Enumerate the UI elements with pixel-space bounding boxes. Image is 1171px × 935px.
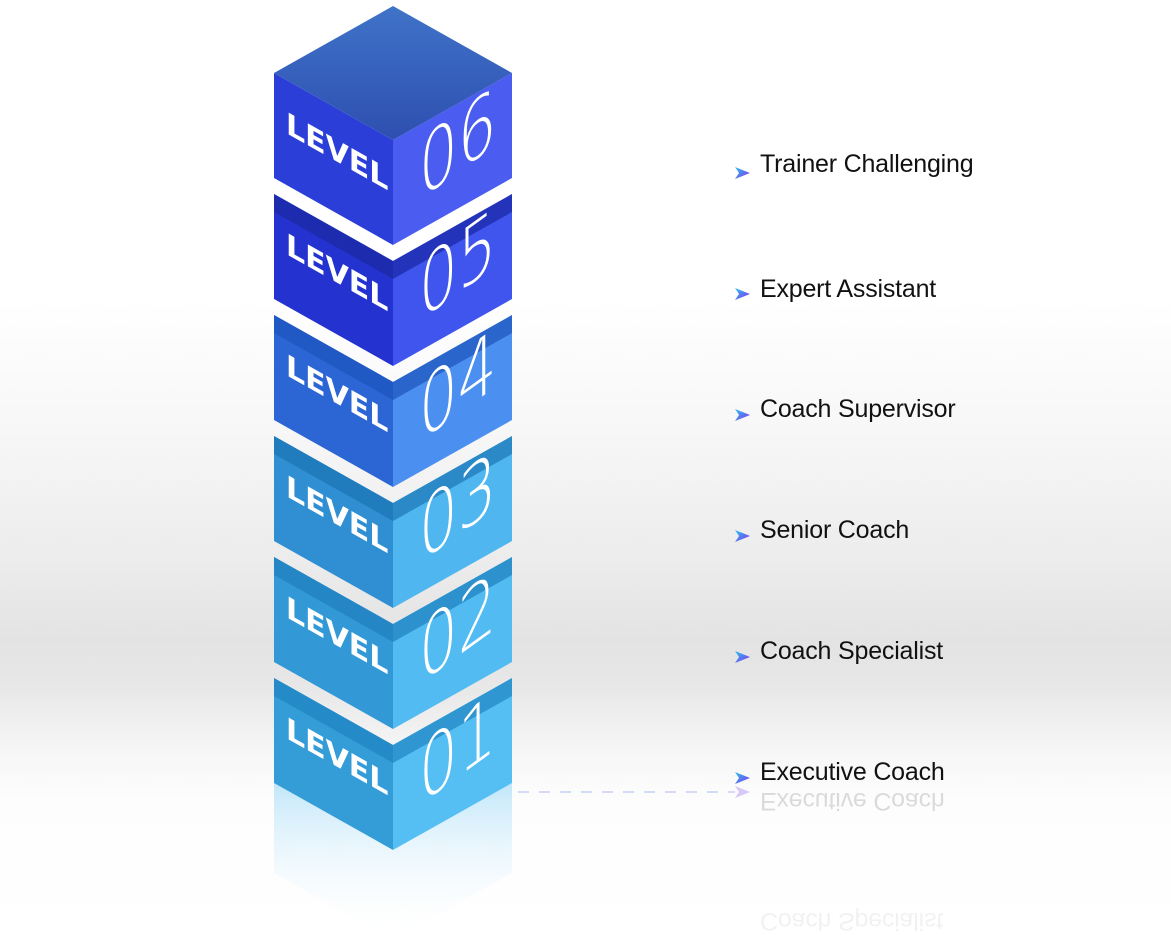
cube-shadow-band [393,436,512,521]
level-01-label-reflection: Executive Coach [760,787,945,815]
cube-left-face [274,315,393,487]
cube-left-face [274,194,393,366]
cube-right-face [393,194,512,366]
cube-right-face [393,315,512,487]
cube-shadow-band [393,557,512,642]
arrow-icon [735,288,750,300]
arrow-icon [735,530,750,542]
cube-shadow-band [274,194,393,279]
level-04-label: Coach Supervisor [760,395,956,423]
level-06-label: Trainer Challenging [760,150,974,178]
arrow-icon [735,772,750,784]
cube-left-face [274,73,393,245]
cube-left-face [274,678,393,850]
cube-shadow-band [274,315,393,400]
cube-right-face [393,73,512,245]
arrow-icon [735,409,750,421]
cube-shadow-band [274,436,393,521]
cube-shadow-band [393,678,512,763]
cube-shadow-band [393,315,512,400]
cube-shadow-band [274,678,393,763]
arrow-icon-reflection [735,786,750,798]
stack-reflection [274,783,512,931]
cube-right-face [393,678,512,850]
cube-left-face [274,557,393,729]
cube-right-face [393,436,512,608]
cube-right-face [393,557,512,729]
cube-top-face [274,6,512,140]
level-01-label: Executive Coach [760,758,945,786]
arrow-icon [735,651,750,663]
cube-shadow-band [393,194,512,279]
cube-reflection [274,783,512,931]
level-02-label: Coach Specialist [760,637,944,665]
cube-shadow-band [274,557,393,642]
cube-left-face [274,436,393,608]
arrow-icon [735,167,750,179]
level-03-label: Senior Coach [760,516,910,544]
level-05-label: Expert Assistant [760,275,937,303]
